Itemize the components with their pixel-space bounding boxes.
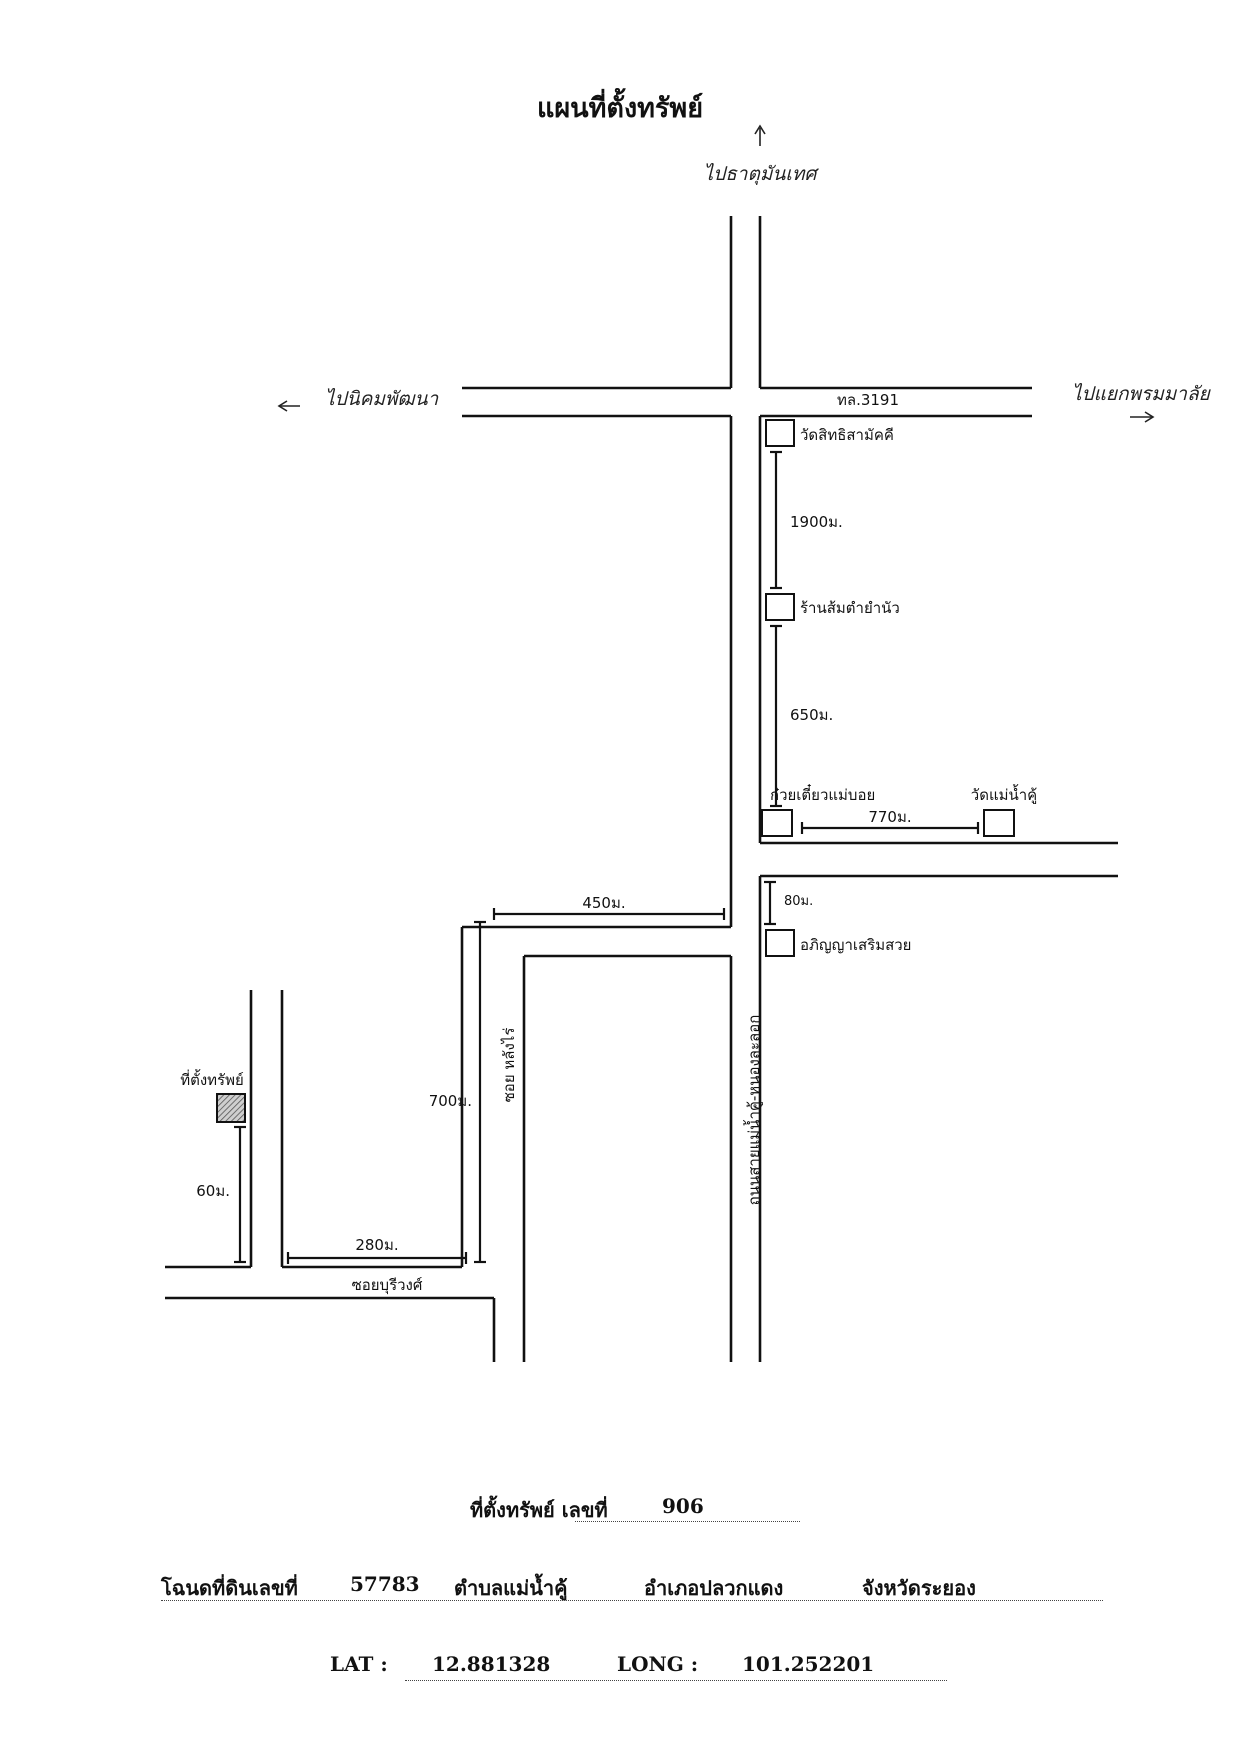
road-3191-label: ทล.3191 <box>837 391 899 409</box>
lat-value: 12.881328 <box>432 1652 551 1676</box>
dimension-280 <box>286 1252 468 1264</box>
direction-east-label: ไปแยกพรมมาลัย <box>1072 382 1212 405</box>
province: จังหวัดระยอง <box>862 1576 976 1600</box>
dimension-700 <box>474 920 486 1264</box>
dimension-450 <box>492 908 726 920</box>
dimension-770 <box>800 822 980 834</box>
distance-60: 60ม. <box>196 1182 230 1200</box>
landmark-somtam-shop: ร้านส้มตำยำนัว <box>800 599 900 617</box>
house-number: 906 <box>662 1494 704 1518</box>
property-marker <box>216 1093 246 1123</box>
landmark-box-noodle <box>761 809 793 837</box>
landmark-box-wat-sitthi <box>765 419 795 447</box>
distance-770: 770ม. <box>868 808 911 826</box>
landmark-wat-maenamkhu: วัดแม่น้ำคู้ <box>971 784 1037 804</box>
deed-number: 57783 <box>350 1572 420 1596</box>
direction-west-label: ไปนิคมพัฒนา <box>325 387 440 410</box>
landmark-box-salon <box>765 929 795 957</box>
distance-1900: 1900ม. <box>790 513 843 531</box>
arrow-right-icon <box>1130 411 1155 423</box>
deed-underline <box>161 1600 1103 1601</box>
soi-langrai-label: ซอย หลังไร่ <box>500 1028 518 1103</box>
soi-buriwong-label: ซอยบุรีวงศ์ <box>352 1276 423 1295</box>
map-title: แผนที่ตั้งทรัพย์ <box>536 93 704 124</box>
coordinates-underline <box>405 1680 947 1681</box>
landmark-noodle-shop: ก๋วยเตี๋ยวแม่บอย <box>770 783 875 804</box>
distance-450: 450ม. <box>582 894 625 912</box>
house-number-underline <box>575 1521 800 1522</box>
road-network <box>165 216 1118 1362</box>
subdistrict: ตำบลแม่น้ำคู้ <box>454 1576 568 1600</box>
long-value: 101.252201 <box>742 1652 875 1676</box>
property-label: ที่ตั้งทรัพย์ <box>180 1069 244 1089</box>
long-label: LONG : <box>617 1652 699 1676</box>
distance-280: 280ม. <box>355 1236 398 1254</box>
landmark-wat-sitthi: วัดสิทธิสามัคคี <box>800 426 894 444</box>
distance-650: 650ม. <box>790 706 833 724</box>
deed-label: โฉนดที่ดินเลขที่ <box>161 1576 298 1600</box>
landmark-box-somtam <box>765 593 795 621</box>
distance-700: 700ม. <box>429 1092 472 1110</box>
distance-80: 80ม. <box>784 894 813 909</box>
dimension-60 <box>234 1125 246 1264</box>
landmark-box-wat-maenamkhu <box>983 809 1015 837</box>
arrow-up-icon <box>754 124 766 146</box>
district: อำเภอปลวกแดง <box>644 1576 784 1600</box>
location-label: ที่ตั้งทรัพย์ เลขที่ <box>470 1498 608 1522</box>
landmark-salon: อภิญญาเสริมสวย <box>800 936 911 954</box>
arrow-left-icon <box>277 400 300 412</box>
lat-label: LAT : <box>330 1652 388 1676</box>
road-main-label: ถนนสายแม่น้ำคู้-หนองละลอก <box>743 1015 763 1206</box>
dimension-80 <box>764 880 776 926</box>
dimension-650 <box>770 624 782 808</box>
dimension-1900 <box>770 450 782 590</box>
direction-north-label: ไปธาตุมันเทศ <box>704 162 820 185</box>
